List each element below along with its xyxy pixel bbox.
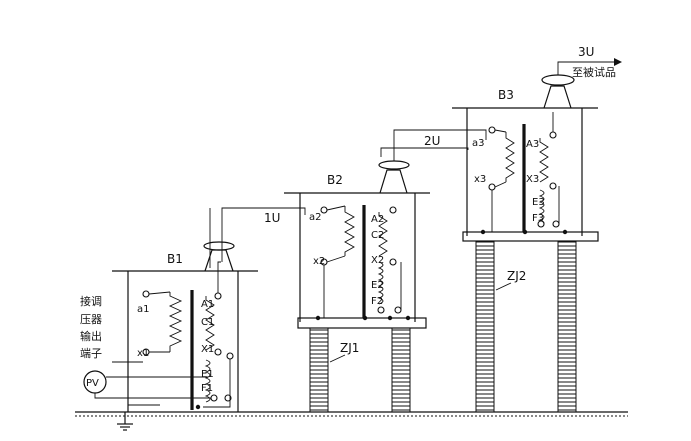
term-E1: E1 (201, 369, 214, 380)
b2-bushing (379, 169, 408, 194)
term-a1: a1 (137, 304, 150, 315)
term-A1: A1 (201, 299, 214, 310)
term-A2: A2 (371, 214, 384, 225)
label-b3: B3 (498, 88, 514, 102)
term-X2: X2 (371, 255, 384, 266)
label-side-1: 接调 (80, 295, 102, 308)
label-zj1: ZJ1 (340, 341, 359, 355)
b3-primary-coil (505, 132, 515, 182)
term-E3: E3 (532, 197, 545, 208)
term-x3: x3 (474, 174, 486, 185)
label-side-3: 输出 (80, 329, 102, 343)
b2-excite-coil (377, 261, 384, 305)
b1-bushing (204, 249, 234, 272)
term-E2: E2 (371, 280, 384, 291)
term-x1: x1 (137, 348, 149, 359)
b1-primary-coil (168, 292, 183, 352)
insulator-stand-zj1 (309, 327, 411, 413)
term-C2: C2 (371, 230, 384, 241)
term-x2: x2 (313, 256, 325, 267)
b2-primary-coil (344, 206, 355, 256)
b3-base-plate (462, 231, 599, 242)
term-a2: a2 (309, 212, 322, 223)
label-b1: B1 (167, 252, 183, 266)
transformer-b2 (284, 160, 430, 329)
term-C1: C1 (201, 317, 214, 328)
output-lead (557, 61, 614, 75)
b2-base-plate (297, 317, 427, 329)
label-b2: B2 (327, 173, 343, 187)
transformer-b1 (83, 241, 258, 412)
insulator-stand-zj2 (475, 240, 577, 413)
b3-excite-coil (538, 189, 545, 227)
label-pv: PV (86, 378, 99, 389)
earth-symbol (117, 412, 133, 431)
label-side-2: 压器 (80, 313, 102, 326)
ground-line (75, 411, 628, 417)
term-F3: F3 (532, 213, 544, 224)
label-2u: 2U (424, 134, 440, 148)
link-2u (393, 129, 487, 161)
transformer-b3 (452, 58, 622, 242)
b2-secondary-coil (378, 212, 388, 257)
label-to-test-object: 至被试品 (572, 66, 616, 79)
b3-secondary-coil (539, 138, 549, 183)
label-side-4: 端子 (80, 347, 102, 360)
b1-secondary-coil (205, 296, 215, 351)
term-F1: F1 (201, 383, 213, 394)
term-A3: A3 (526, 139, 539, 150)
term-a3: a3 (472, 138, 485, 149)
label-zj2: ZJ2 (507, 269, 526, 283)
term-X3: X3 (526, 174, 539, 185)
term-F2: F2 (371, 296, 383, 307)
term-X1: X1 (201, 344, 214, 355)
label-1u: 1U (264, 211, 280, 225)
label-3u: 3U (578, 45, 594, 59)
b3-bushing (543, 85, 572, 109)
link-1u (221, 207, 306, 262)
b1-measure-coil (204, 359, 211, 403)
